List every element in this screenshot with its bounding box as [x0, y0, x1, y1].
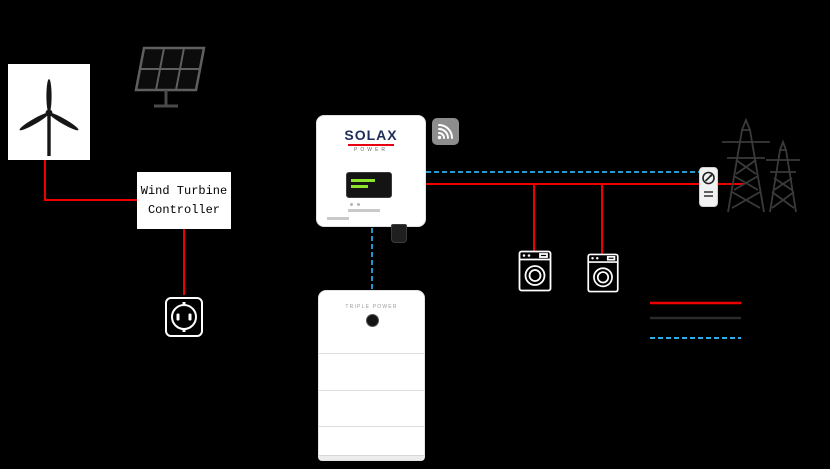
- wifi-graphic: [437, 124, 453, 140]
- battery-module-seam: [319, 426, 424, 427]
- battery-power-button: [366, 314, 379, 327]
- inverter-fine-print-1: [348, 209, 380, 212]
- battery-module-seam: [319, 390, 424, 391]
- power-socket-graphic: [165, 297, 203, 337]
- inverter-button-1: [350, 203, 353, 206]
- washing-machine-icon-2: [586, 253, 620, 293]
- solax-inverter: SOLAX POWER: [316, 115, 426, 227]
- transmission-towers-icon: [712, 114, 804, 214]
- display-text-line2: [351, 185, 368, 188]
- battery-base: [319, 455, 424, 460]
- washing-machine-graphic: [518, 250, 552, 292]
- battery-brand-text: TRIPLE POWER: [345, 304, 398, 310]
- inverter-fine-print-2: [327, 217, 349, 220]
- energy-meter-graphic: [699, 167, 718, 207]
- energy-meter-icon: [699, 167, 718, 207]
- controller-label-line1: Wind Turbine: [140, 183, 228, 198]
- display-text-line1: [351, 179, 375, 182]
- inverter-button-2: [357, 203, 360, 206]
- inverter-display-screen: [346, 172, 392, 198]
- battery-module-seam: [319, 353, 424, 354]
- solax-logo-underline: [348, 144, 394, 146]
- solar-panel-icon: [122, 42, 210, 116]
- washing-machine-graphic: [587, 253, 619, 293]
- controller-label-line2: Controller: [147, 202, 220, 217]
- wind-turbine-icon: [8, 64, 90, 160]
- transmission-towers-graphic: [722, 117, 800, 213]
- wind-turbine-controller-box: Wind Turbine Controller: [137, 172, 231, 229]
- solar-panel-graphic: [134, 46, 206, 108]
- power-socket-icon: [163, 294, 205, 340]
- wind-turbine-graphic: [19, 79, 79, 156]
- battery-stack: TRIPLE POWER: [318, 290, 425, 461]
- solax-brand-text: SOLAX: [344, 127, 398, 143]
- wifi-icon: [432, 118, 459, 145]
- solax-sub-brand-text: POWER: [354, 147, 388, 153]
- inverter-bottom-connector: [391, 224, 407, 243]
- solax-logo: SOLAX POWER: [317, 127, 425, 153]
- washing-machine-icon-1: [518, 250, 552, 292]
